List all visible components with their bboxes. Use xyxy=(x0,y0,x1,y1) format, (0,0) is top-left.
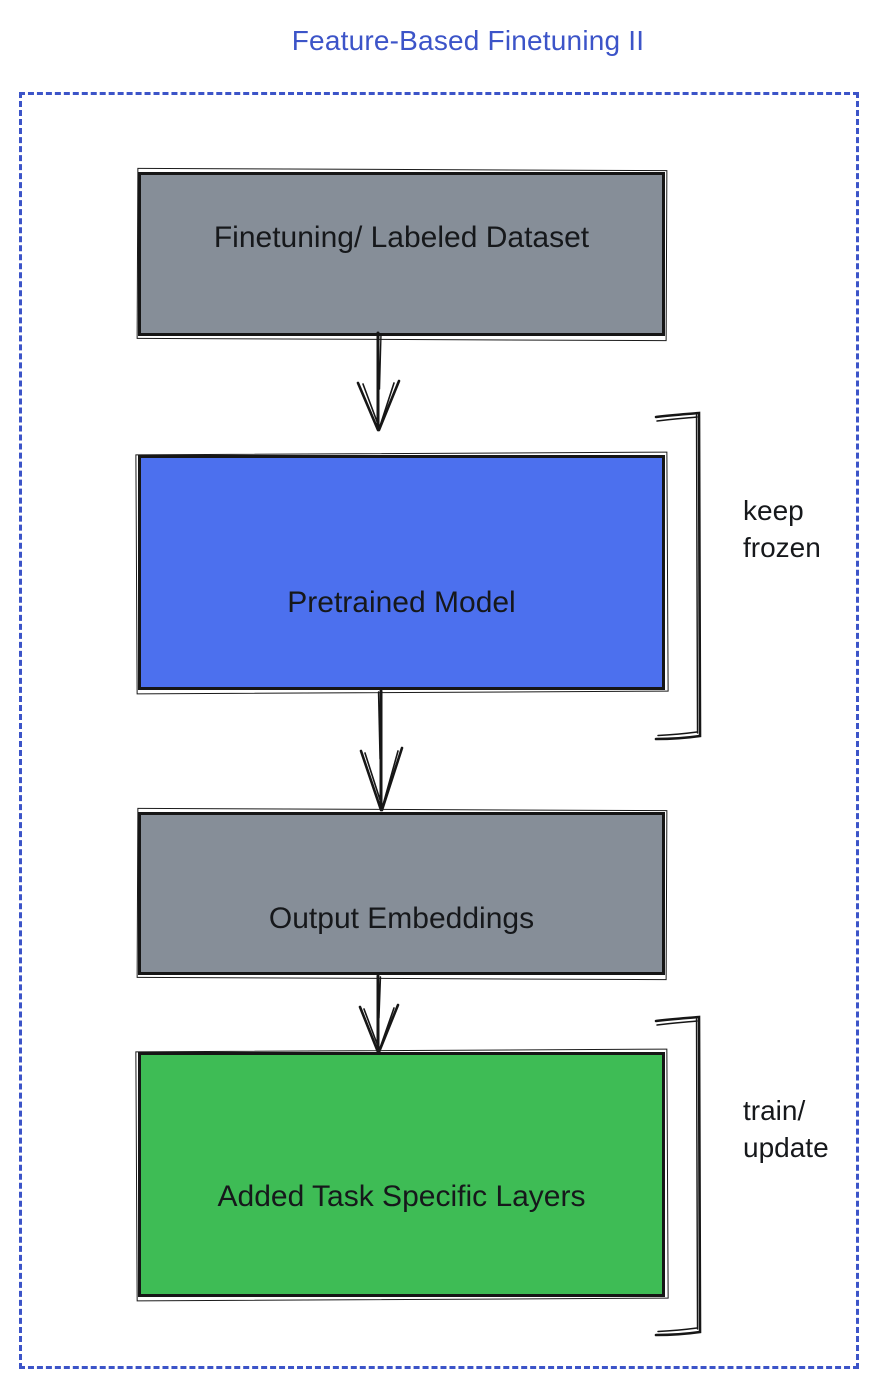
annotation-line: keep xyxy=(743,495,804,526)
node-added-task-specific-layers: Added Task Specific Layers xyxy=(138,1052,665,1297)
node-output-embeddings: Output Embeddings xyxy=(138,812,665,975)
arrow-pretrained-to-embeddings-icon xyxy=(354,689,408,813)
arrow-embeddings-to-layers-icon xyxy=(352,974,406,1054)
node-finetuning-labeled-dataset: Finetuning/ Labeled Dataset xyxy=(138,172,665,336)
node-label: Output Embeddings xyxy=(268,901,535,935)
node-label: Pretrained Model xyxy=(287,585,516,619)
diagram-canvas xyxy=(19,92,859,1369)
annotation-line: update xyxy=(743,1132,829,1163)
arrow-dataset-to-pretrained-icon xyxy=(352,331,406,433)
annotation-keep-frozen: keep frozen xyxy=(743,492,821,566)
annotation-train-update: train/ update xyxy=(743,1092,829,1166)
diagram-title: Feature-Based Finetuning II xyxy=(291,25,645,56)
bracket-train-update-icon xyxy=(648,1012,706,1338)
annotation-line: frozen xyxy=(743,532,821,563)
node-pretrained-model: Pretrained Model xyxy=(138,455,665,690)
node-label: Added Task Specific Layers xyxy=(217,1179,586,1213)
annotation-line: train/ xyxy=(743,1095,806,1126)
bracket-keep-frozen-icon xyxy=(648,408,706,742)
node-label: Finetuning/ Labeled Dataset xyxy=(213,221,590,254)
